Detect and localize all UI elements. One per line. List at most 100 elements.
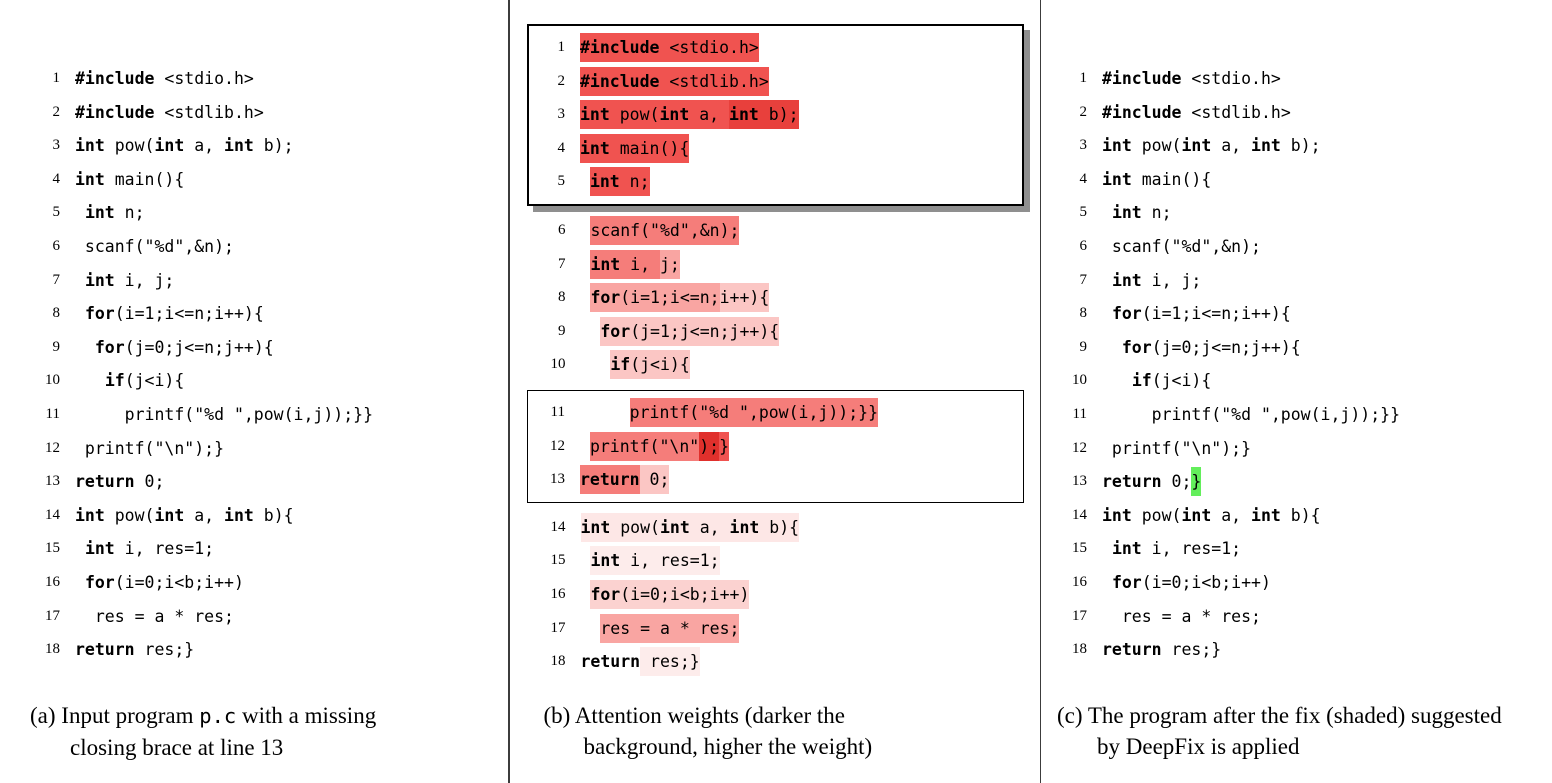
code-token: i, j; xyxy=(114,270,175,290)
line-number: 16 xyxy=(550,585,566,602)
line-number: 8 xyxy=(52,305,61,322)
code-text: for(i=1;i<=n;i++){ xyxy=(75,297,264,331)
code-line: 1#include <stdio.h> xyxy=(535,31,1018,65)
line-number: 2 xyxy=(557,72,566,89)
code-text: if(j<i){ xyxy=(75,364,184,398)
attention-box: 11 printf("%d ",pow(i,j));}}12 printf("\… xyxy=(526,389,1024,503)
line-number: 7 xyxy=(52,271,61,288)
caption-input-program: (a) Input program p.c with a missing clo… xyxy=(30,700,395,763)
code-text: int i, j; xyxy=(1102,264,1201,298)
code-text: return res;} xyxy=(1102,633,1221,667)
code-token xyxy=(581,551,591,570)
line-number: 12 xyxy=(1072,439,1087,456)
code-text: printf("\n");} xyxy=(1102,432,1251,466)
code-token xyxy=(580,172,590,191)
code-token: (i=1;i<=n;i++){ xyxy=(114,304,264,324)
line-number: 10 xyxy=(45,372,60,389)
line-number: 1 xyxy=(1079,70,1088,86)
code-keyword: return xyxy=(1102,472,1162,492)
code-token: printf("%d ",pow(i,j));}} xyxy=(75,404,374,424)
code-keyword: int xyxy=(580,100,610,130)
code-text: int pow(int a, int b){ xyxy=(1102,499,1321,533)
code-keyword: int xyxy=(589,167,620,197)
code-line: 11 printf("%d ",pow(i,j));}} xyxy=(535,396,1019,430)
code-line: 15 int i, res=1; xyxy=(30,532,508,566)
code-token: pow( xyxy=(609,100,660,130)
code-text: int i, res=1; xyxy=(581,544,720,578)
code-keyword: int xyxy=(224,136,254,156)
code-token: (i=1;i<=n; xyxy=(620,283,720,313)
code-token xyxy=(581,255,591,274)
code-line: 5 int n; xyxy=(1057,196,1552,230)
code-token xyxy=(1102,271,1112,290)
code-line: 9 for(j=0;j<=n;j++){ xyxy=(30,331,508,365)
code-keyword: for xyxy=(1121,337,1152,357)
panel-fixed-program: 1#include <stdio.h>2#include <stdlib.h>3… xyxy=(1041,0,1552,783)
code-keyword: return xyxy=(1102,640,1162,660)
code-keyword: return xyxy=(580,652,641,672)
code-token: i, res=1; xyxy=(114,539,215,559)
code-line: 11 printf("%d ",pow(i,j));}} xyxy=(1057,398,1552,432)
code-line: 6 scanf("%d",&n); xyxy=(30,230,508,264)
code-text: res = a * res; xyxy=(75,600,234,634)
code-token xyxy=(581,221,591,240)
code-token: printf("%d ", xyxy=(629,397,759,427)
code-token: pow( xyxy=(1131,136,1182,156)
code-text: #include <stdio.h> xyxy=(75,62,254,96)
code-token: n; xyxy=(114,203,145,223)
code-token: (j=0;j<=n;j++){ xyxy=(1151,337,1301,357)
line-number: 15 xyxy=(45,540,60,557)
caption-text: Input program xyxy=(61,703,200,728)
code-text: int main(){ xyxy=(580,132,690,166)
code-token: b){ xyxy=(1280,505,1321,525)
code-listing-fixed: 1#include <stdio.h>2#include <stdlib.h>3… xyxy=(1057,62,1552,667)
code-text: int i, j; xyxy=(75,264,174,298)
code-token xyxy=(1102,304,1112,323)
code-token: i, res=1; xyxy=(1141,539,1242,559)
code-token: <stdio.h> xyxy=(659,33,759,62)
line-number: 7 xyxy=(1079,271,1088,288)
code-line: 12 printf("\n");} xyxy=(30,432,508,466)
code-text: printf("\n");} xyxy=(75,432,224,466)
line-number: 18 xyxy=(550,653,566,670)
panel-divider-right xyxy=(1039,0,1041,783)
line-number: 18 xyxy=(45,641,60,658)
code-token: i, xyxy=(620,249,660,279)
code-text: int pow(int a, int b){ xyxy=(75,499,294,533)
code-token xyxy=(581,355,611,374)
code-line: 17 res = a * res; xyxy=(536,612,1026,646)
caption-text: p.c xyxy=(199,704,237,728)
code-line: 10 if(j<i){ xyxy=(30,364,508,398)
code-token: printf("\n" xyxy=(589,431,700,461)
code-keyword: int xyxy=(1181,505,1212,525)
code-line: 7 int i, j; xyxy=(1057,264,1552,298)
code-keyword: int xyxy=(729,512,760,542)
code-keyword: int xyxy=(1181,136,1212,156)
code-token xyxy=(580,403,630,422)
line-number: 11 xyxy=(45,405,60,422)
code-line: 10 if(j<i){ xyxy=(536,348,1026,382)
code-text: #include <stdlib.h> xyxy=(75,96,264,130)
code-token xyxy=(75,539,85,558)
code-line: 12 printf("\n");} xyxy=(1057,432,1552,466)
code-token: res = a * res; xyxy=(1102,606,1261,626)
line-number: 16 xyxy=(1072,573,1087,590)
caption-fixed-program: (c) The program after the fix (shaded) s… xyxy=(1057,700,1527,762)
code-token xyxy=(75,203,85,222)
line-number: 9 xyxy=(558,322,566,339)
line-number: 3 xyxy=(557,106,566,123)
code-keyword: int xyxy=(1251,136,1281,156)
code-keyword: int xyxy=(729,100,759,130)
code-line: 11 printf("%d ",pow(i,j));}} xyxy=(30,398,508,432)
code-text: #include <stdlib.h> xyxy=(580,65,769,99)
code-line: 10 if(j<i){ xyxy=(1057,364,1552,398)
code-keyword: int xyxy=(84,539,115,559)
code-token: } xyxy=(1191,467,1202,497)
line-number: 8 xyxy=(558,289,566,306)
